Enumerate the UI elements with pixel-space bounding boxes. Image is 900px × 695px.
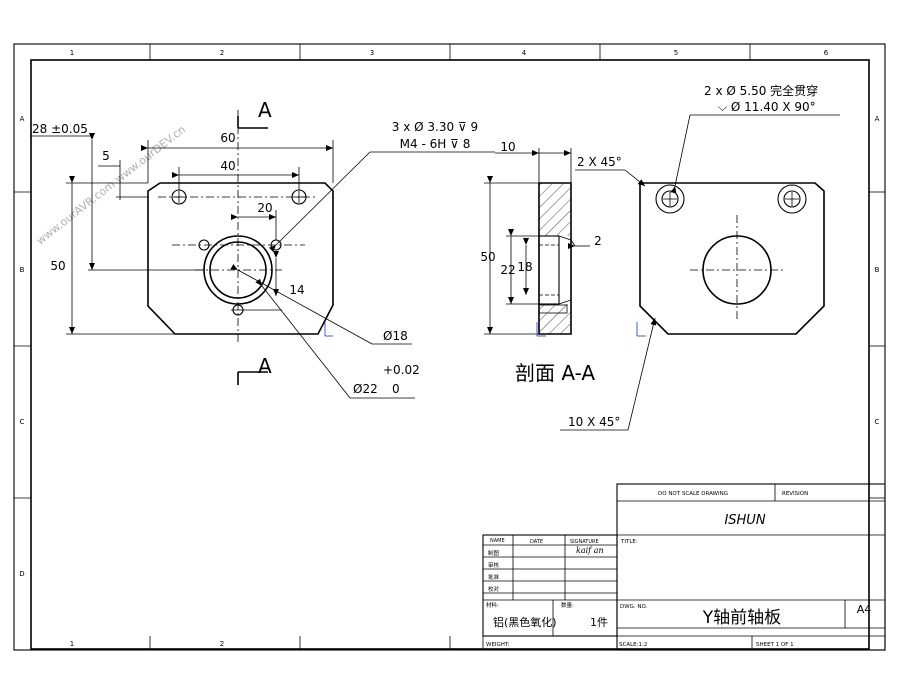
row-label-proof: 校对 [488, 585, 500, 593]
quantity-value: 1件 [590, 616, 608, 629]
back-view: 2 x Ø 5.50 完全贯穿 ⌵ Ø 11.40 X 90° 10 X 45° [560, 83, 840, 431]
sheet-size: A4 [857, 603, 872, 616]
dwg-no-label: DWG. NO. [620, 604, 648, 610]
row-label-draw: 制图 [488, 549, 500, 557]
sheet-label: SHEET 1 OF 1 [756, 642, 794, 648]
chamfer-10x45: 10 X 45° [568, 415, 620, 429]
counterbore-note-line1: 2 x Ø 5.50 完全贯穿 [704, 83, 818, 98]
zone-col-4: 4 [522, 49, 527, 57]
back-outline [639, 182, 825, 335]
front-view: A A 60 40 20 5 28 ±0.05 50 14 [30, 98, 495, 399]
watermark: www.ourAVR.com www.ourDEV.cn [34, 123, 188, 247]
section-view: 10 50 22 18 2 2 X 45° 剖面 A-A [480, 140, 646, 385]
counterbore-right-inner [783, 190, 801, 208]
row-label-check: 审核 [488, 561, 500, 569]
zone-row-a: A [20, 115, 25, 123]
dim-50: 50 [50, 259, 65, 273]
section-title: 剖面 A-A [515, 361, 595, 385]
row-label-approve: 批准 [488, 573, 500, 581]
zone-labels: 1 2 3 4 5 6 1 2 A B C D A B C [19, 49, 879, 648]
counterbore-right-outer [777, 184, 807, 214]
do-not-scale-label: DO NOT SCALE DRAWING [658, 491, 728, 497]
zone-row-c-right: C [875, 418, 880, 426]
revision-label: REVISION [782, 491, 808, 497]
quantity-label: 数量: [561, 601, 574, 609]
zone-row-b-right: B [875, 266, 880, 274]
part-title: Y轴前轴板 [702, 608, 781, 628]
zone-col-2-bottom: 2 [220, 640, 224, 648]
back-bore-circle [702, 235, 772, 305]
zone-col-1: 1 [70, 49, 74, 57]
dim-width-60: 60 [220, 131, 235, 145]
dia-18: Ø18 [383, 329, 408, 343]
section-marker-top: A [258, 98, 272, 122]
col-date: DATE [530, 539, 543, 545]
scale-label: SCALE:1:2 [619, 642, 647, 648]
dim-14: 14 [289, 283, 304, 297]
signature: kaif an [576, 546, 604, 555]
col-name: NAME [490, 538, 505, 544]
dim-holes-40: 40 [220, 159, 235, 173]
chamfer-2x45: 2 X 45° [577, 155, 622, 169]
title-block: DO NOT SCALE DRAWING REVISION ISHUN TITL… [482, 483, 886, 651]
material-value: 铝(黑色氧化) [493, 615, 557, 629]
weight-label: WEIGHT: [486, 642, 510, 648]
dim-20: 20 [257, 201, 272, 215]
dim-section-50: 50 [480, 250, 495, 264]
zone-col-3: 3 [370, 49, 374, 57]
front-outline [147, 182, 334, 335]
outer-border [13, 43, 886, 651]
hole-note-line2: M4 - 6H ⊽ 8 [400, 137, 471, 151]
dim-5: 5 [102, 149, 110, 163]
counterbore-left-inner [661, 190, 679, 208]
dim-section-22: 22 [500, 263, 515, 277]
zone-row-a-right: A [875, 115, 880, 123]
hole-note-line1: 3 x Ø 3.30 ⊽ 9 [392, 120, 478, 134]
tapped-hole-left [198, 239, 210, 251]
company-name: ISHUN [724, 513, 765, 528]
material-label: 材料: [486, 601, 499, 609]
dim-section-18: 18 [517, 260, 532, 274]
zone-col-1-bottom: 1 [70, 640, 74, 648]
zone-row-b: B [20, 266, 25, 274]
dim-28: 28 ±0.05 [32, 122, 88, 136]
zone-row-d: D [19, 570, 24, 578]
dim-thickness-10: 10 [500, 140, 515, 154]
dia-22: Ø22 [353, 382, 378, 396]
dim-section-2: 2 [594, 234, 602, 248]
zone-col-5: 5 [674, 49, 678, 57]
section-marker-bottom: A [258, 354, 272, 378]
zone-col-6: 6 [824, 49, 829, 57]
zone-row-c: C [20, 418, 25, 426]
counterbore-note-line2: ⌵ Ø 11.40 X 90° [718, 100, 816, 114]
title-label: TITLE: [620, 539, 638, 545]
col-signature: SIGNATURE [570, 539, 599, 545]
tolerance-upper: +0.02 [383, 363, 420, 377]
zone-col-2: 2 [220, 49, 224, 57]
zone-ticks [14, 44, 885, 650]
tolerance-lower: 0 [392, 382, 400, 396]
counterbore-left-outer [655, 184, 685, 214]
